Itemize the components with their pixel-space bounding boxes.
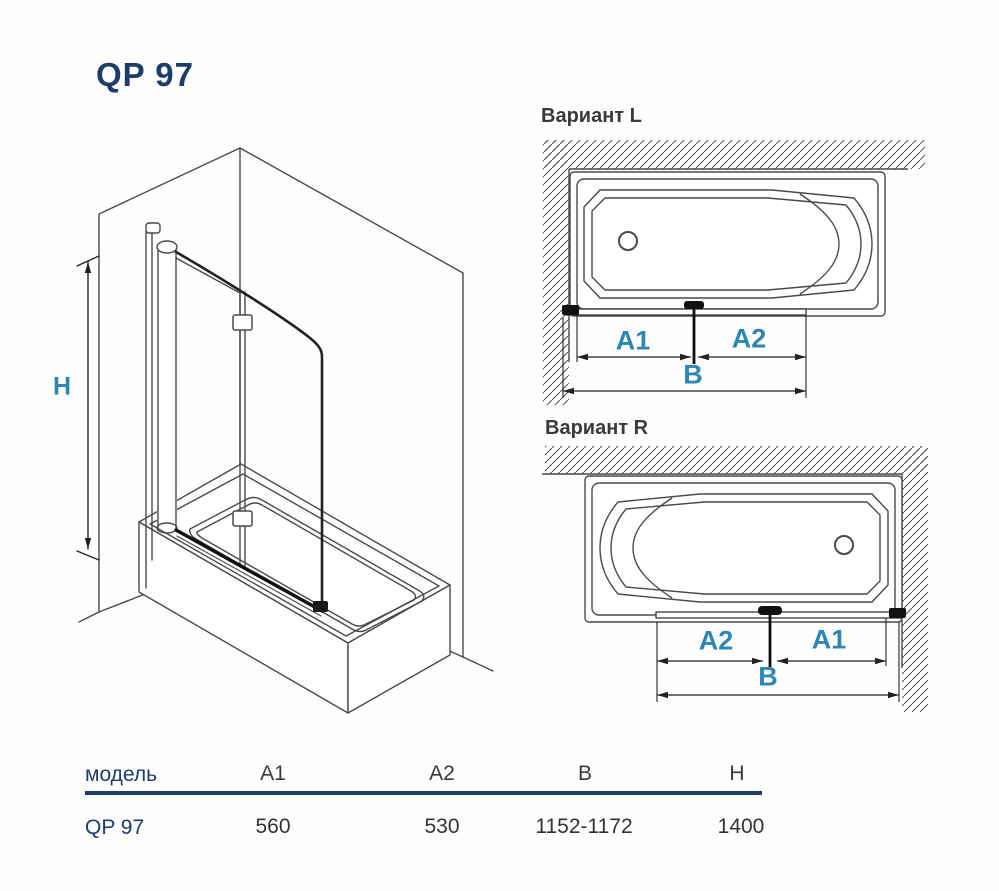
dim-label-a2-r: A2: [698, 625, 734, 656]
wall-hinge-l: [562, 305, 579, 315]
hinge-plate-lower: [232, 510, 253, 527]
wall-hatching-l: [543, 140, 925, 405]
drain-r: [834, 535, 854, 555]
wall-hatching-r: [545, 446, 928, 712]
table-header-a2: A2: [429, 762, 455, 785]
dim-label-b-l: B: [683, 359, 703, 390]
table-divider: [85, 791, 762, 795]
dim-label-a1-r: A1: [811, 624, 847, 655]
screen-top-rail: [174, 250, 324, 611]
height-dimension-3d: [76, 255, 100, 561]
table-cell-b: 1152-1172: [535, 815, 633, 838]
screen-plan-l: [562, 301, 807, 364]
isometric-view: [76, 147, 494, 714]
table-header-a1: A1: [260, 762, 286, 785]
bathtub-plan-l: [569, 171, 886, 317]
table-header-b: B: [577, 762, 593, 785]
variant-l-title: Вариант L: [541, 105, 642, 127]
dim-label-a2-l: A2: [731, 323, 767, 354]
top-view-variant-r: [542, 446, 928, 712]
rail-end-cap: [313, 601, 328, 612]
wall-hinge-r: [889, 608, 906, 618]
bathtub-plan-r: [584, 475, 903, 623]
dimensions-r: [656, 618, 900, 702]
folding-screen-3d: [156, 240, 328, 617]
drain-l: [618, 231, 638, 251]
bathtub-3d: [138, 463, 451, 714]
wall-profile-3d: [145, 222, 161, 589]
top-view-variant-l: [543, 140, 925, 405]
dim-label-h-3d: H: [52, 372, 72, 401]
screen-plan-r: [655, 606, 906, 667]
model-title: QP 97: [96, 56, 194, 93]
variant-r-title: Вариант R: [545, 417, 649, 439]
table-cell-a2: 530: [424, 815, 460, 838]
table-cell-h: 1400: [717, 815, 765, 838]
table-header-model: модель: [85, 763, 158, 786]
dimensions-l: [562, 315, 807, 398]
table-cell-model: QP 97: [85, 816, 145, 839]
screen-bottom-rail: [174, 528, 324, 613]
table-header-h: H: [729, 762, 745, 785]
hinge-plate-upper: [232, 314, 253, 331]
dim-label-b-r: B: [758, 661, 778, 692]
table-cell-a1: 560: [255, 815, 291, 838]
dim-label-a1-l: A1: [615, 325, 651, 356]
